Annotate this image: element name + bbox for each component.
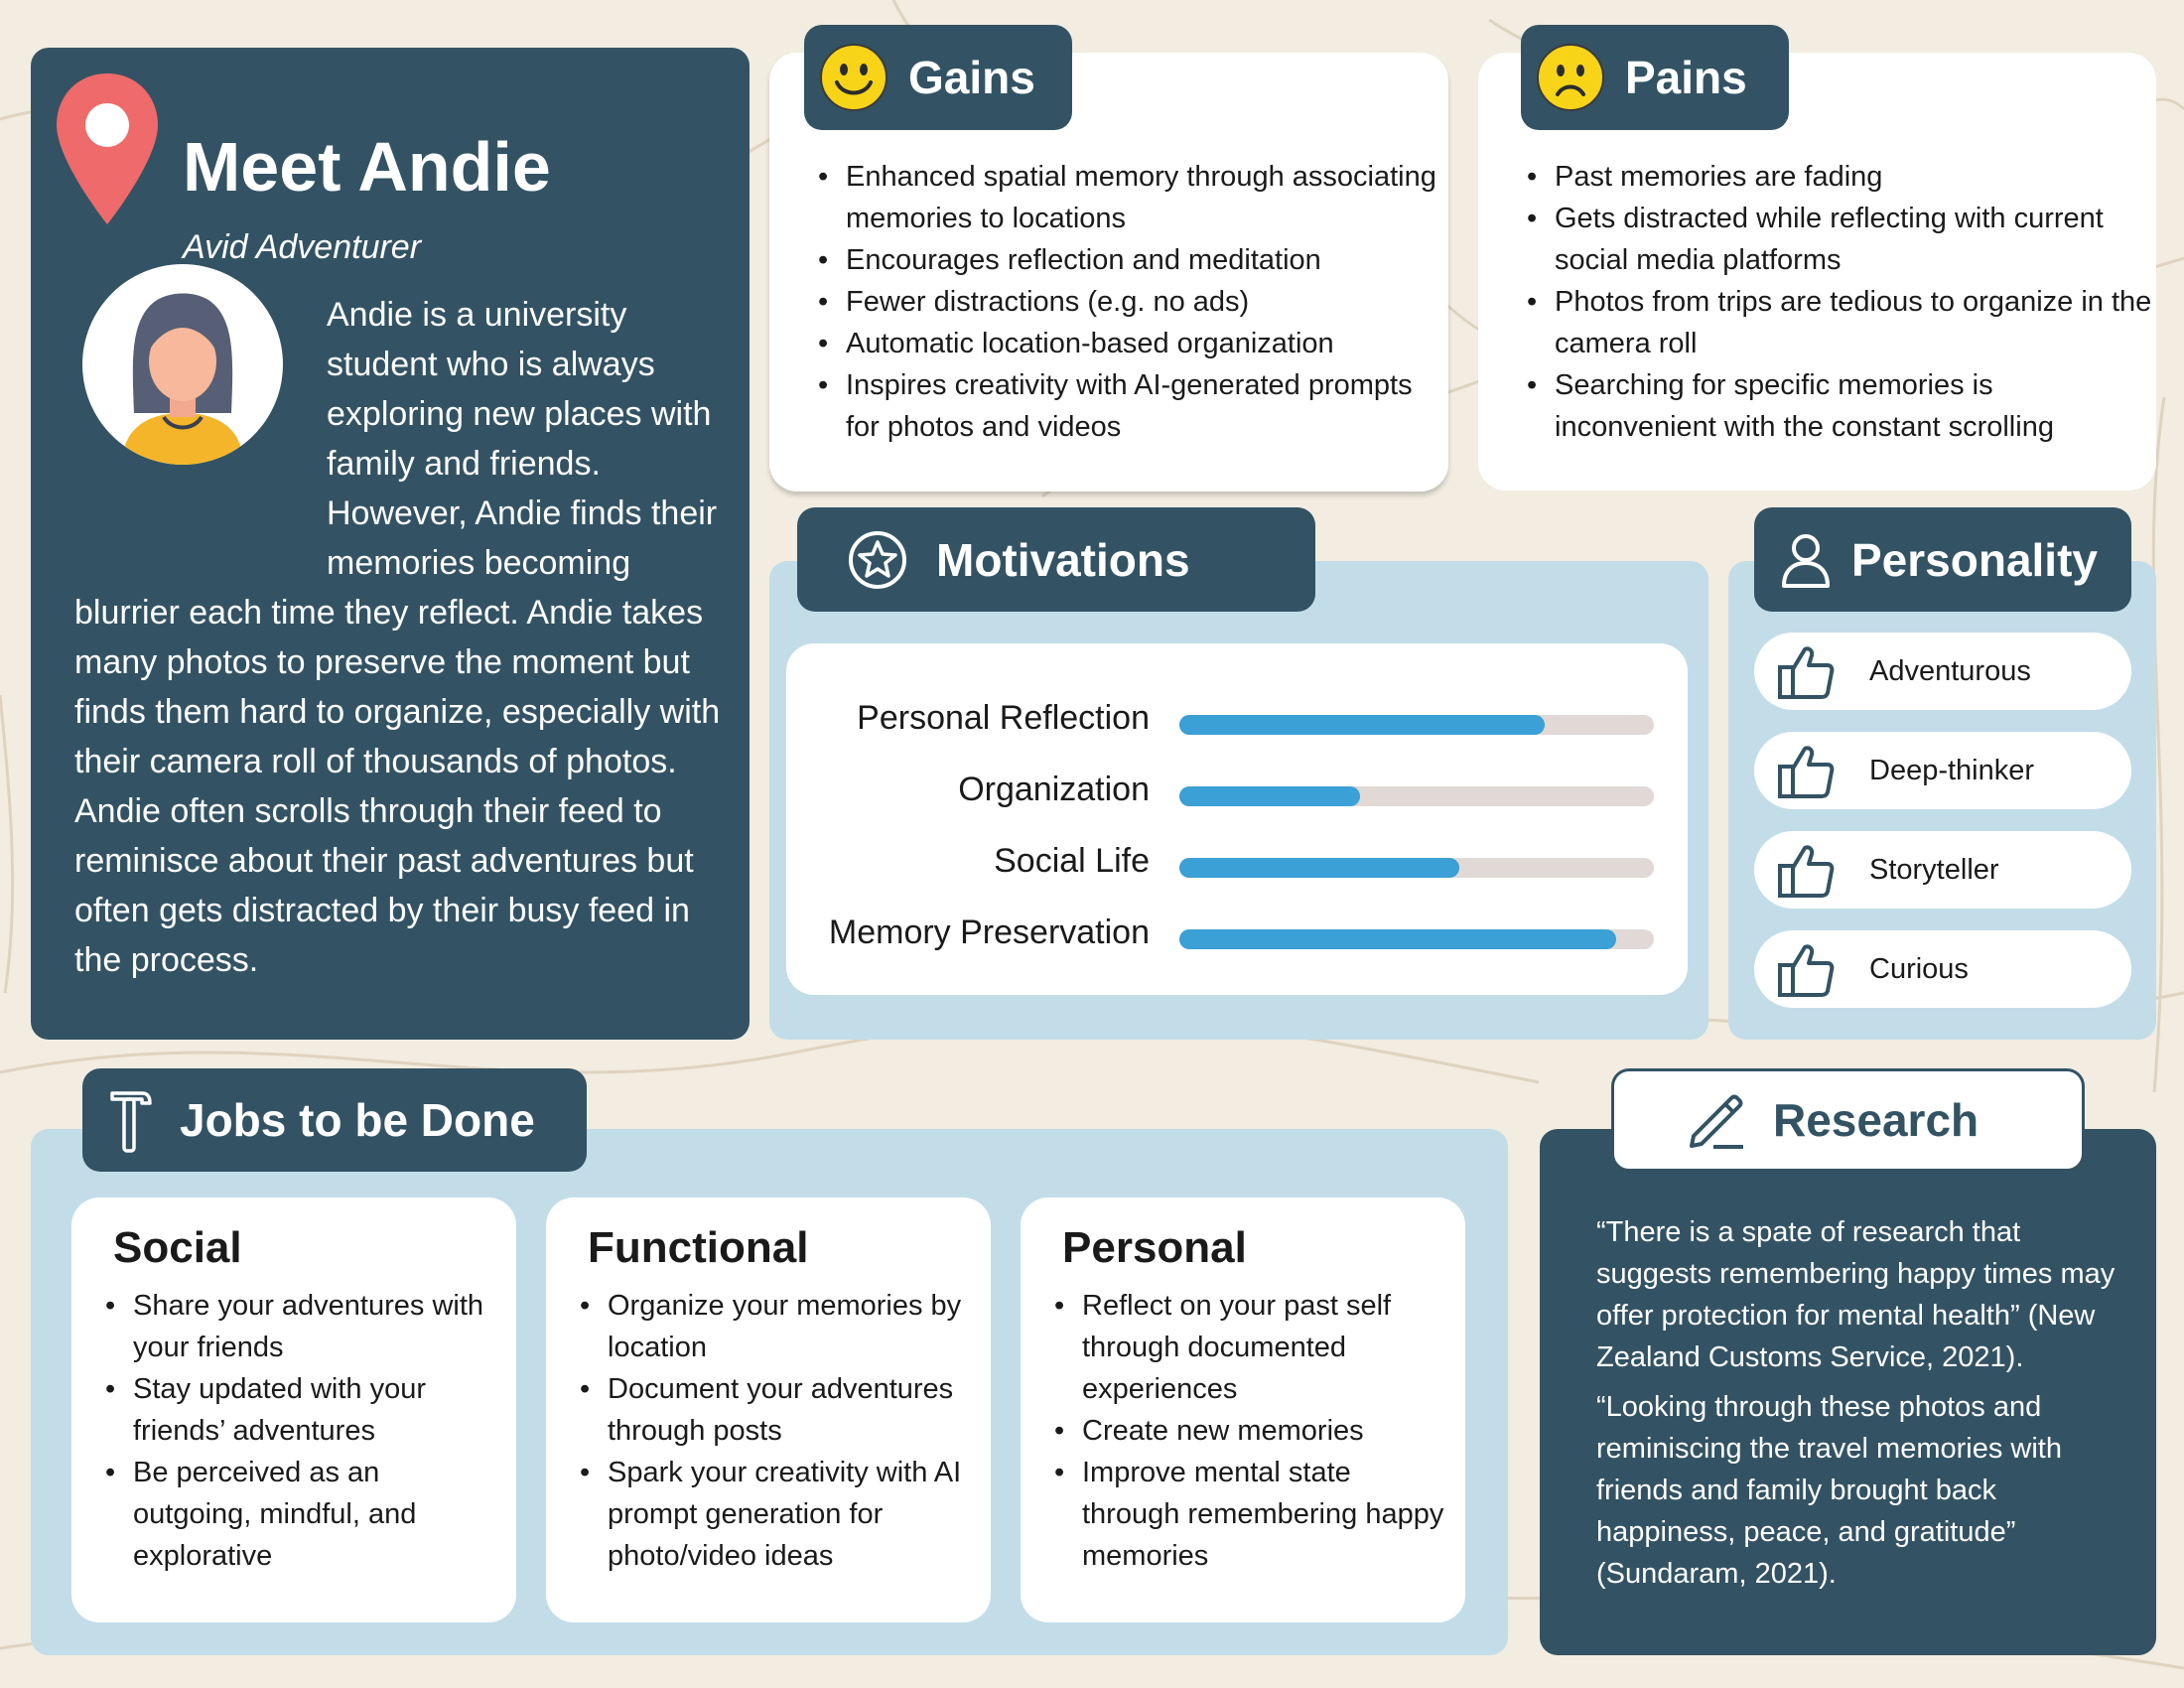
gains-list: Enhanced spatial memory through associat… — [816, 156, 1451, 448]
job-title: Functional — [588, 1223, 809, 1272]
job-card-social: Social Share your adventures with your f… — [71, 1197, 516, 1622]
intro-card: Meet Andie Avid Adventurer Andie is a un… — [31, 48, 750, 1040]
research-header: Research — [1611, 1068, 2085, 1172]
pains-list: Past memories are fading Gets distracted… — [1525, 156, 2160, 448]
motivation-label: Personal Reflection — [857, 699, 1150, 737]
list-item: Inspires creativity with AI-generated pr… — [816, 364, 1451, 448]
jobs-header: Jobs to be Done — [82, 1068, 587, 1172]
personality-header: Personality — [1754, 507, 2131, 612]
pencil-icon — [1690, 1094, 1743, 1149]
personality-trait: Deep-thinker — [1754, 732, 2131, 809]
list-item: Gets distracted while reflecting with cu… — [1525, 198, 2160, 281]
location-pin-icon — [57, 73, 158, 224]
motivations-header: Motivations — [797, 507, 1315, 612]
motivation-bar-row: Personal Reflection — [786, 689, 1688, 749]
thumbs-up-icon — [1778, 646, 1835, 699]
hammer-icon — [110, 1091, 152, 1153]
list-item: Be perceived as an outgoing, mindful, an… — [103, 1452, 500, 1577]
list-item: Reflect on your past self through docume… — [1052, 1285, 1449, 1410]
motivation-bar-row: Memory Preservation — [786, 904, 1688, 963]
list-item: Spark your creativity with AI prompt gen… — [578, 1452, 975, 1577]
progress-track — [1179, 786, 1654, 806]
job-card-functional: Functional Organize your memories by loc… — [546, 1197, 991, 1622]
motivations-title: Motivations — [936, 533, 1190, 586]
job-title: Social — [113, 1223, 242, 1272]
progress-track — [1179, 858, 1654, 878]
job-list: Reflect on your past self through docume… — [1052, 1285, 1449, 1577]
list-item: Past memories are fading — [1525, 156, 2160, 198]
list-item: Document your adventures through posts — [578, 1368, 975, 1452]
star-badge-icon — [849, 530, 906, 589]
personality-trait: Adventurous — [1754, 633, 2131, 710]
sad-face-icon — [1537, 44, 1604, 111]
list-item: Enhanced spatial memory through associat… — [816, 156, 1451, 239]
jobs-title: Jobs to be Done — [180, 1094, 535, 1146]
thumbs-up-icon — [1778, 845, 1835, 898]
pains-header: Pains — [1521, 25, 1789, 130]
list-item: Share your adventures with your friends — [103, 1285, 500, 1368]
personality-trait: Storyteller — [1754, 831, 2131, 909]
motivation-bar-row: Organization — [786, 761, 1688, 820]
list-item: Stay updated with your friends’ adventur… — [103, 1368, 500, 1452]
progress-fill — [1179, 858, 1460, 878]
progress-fill — [1179, 715, 1546, 735]
persona-bio: Andie is a university student who is alw… — [74, 290, 735, 985]
user-avatar-icon — [82, 264, 283, 465]
progress-fill — [1179, 786, 1360, 806]
pains-title: Pains — [1625, 52, 1747, 103]
gains-title: Gains — [908, 52, 1035, 103]
trait-label: Curious — [1869, 952, 1969, 985]
job-list: Organize your memories by location Docum… — [578, 1285, 975, 1577]
motivation-label: Memory Preservation — [828, 914, 1150, 951]
gains-header: Gains — [804, 25, 1072, 130]
research-quote: “There is a spate of research that sugge… — [1596, 1216, 2116, 1373]
motivation-label: Social Life — [994, 842, 1150, 880]
list-item: Create new memories — [1052, 1410, 1449, 1452]
list-item: Searching for specific memories is incon… — [1525, 364, 2160, 448]
trait-label: Storyteller — [1869, 853, 1999, 886]
motivations-card: Personal Reflection Organization Social … — [786, 643, 1688, 995]
list-item: Photos from trips are tedious to organiz… — [1525, 281, 2160, 364]
persona-tagline: Avid Adventurer — [183, 228, 422, 266]
trait-label: Deep-thinker — [1869, 754, 2035, 786]
motivation-bar-row: Social Life — [786, 832, 1688, 892]
research-quote: “Looking through these photos and remini… — [1596, 1391, 2062, 1590]
trait-label: Adventurous — [1869, 654, 2031, 687]
smiley-face-icon — [820, 44, 887, 111]
list-item: Improve mental state through remembering… — [1052, 1452, 1449, 1577]
persona-name: Meet Andie — [183, 128, 551, 206]
list-item: Organize your memories by location — [578, 1285, 975, 1368]
persona-bio-text: Andie is a university student who is alw… — [74, 296, 721, 979]
personality-trait: Curious — [1754, 930, 2131, 1008]
job-card-personal: Personal Reflect on your past self throu… — [1021, 1197, 1465, 1622]
list-item: Fewer distractions (e.g. no ads) — [816, 281, 1451, 323]
research-quotes: “There is a spate of research that sugge… — [1596, 1211, 2122, 1595]
progress-track — [1179, 715, 1654, 735]
motivation-label: Organization — [958, 771, 1150, 808]
progress-fill — [1179, 929, 1616, 949]
list-item: Automatic location-based organization — [816, 323, 1451, 364]
progress-track — [1179, 929, 1654, 949]
job-list: Share your adventures with your friends … — [103, 1285, 500, 1577]
job-title: Personal — [1062, 1223, 1247, 1272]
thumbs-up-icon — [1778, 944, 1835, 997]
person-icon — [1782, 533, 1830, 588]
research-panel — [1540, 1129, 2156, 1655]
thumbs-up-icon — [1778, 746, 1835, 798]
personality-title: Personality — [1851, 533, 2098, 586]
list-item: Encourages reflection and meditation — [816, 239, 1451, 281]
research-title: Research — [1773, 1094, 1979, 1146]
